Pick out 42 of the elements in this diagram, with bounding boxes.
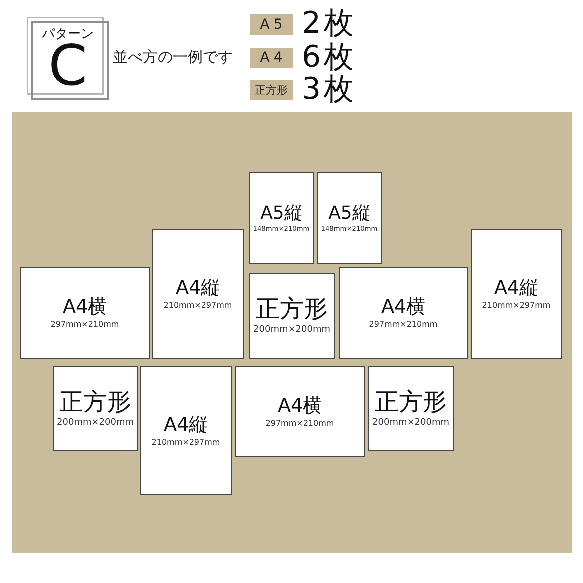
paper-sheet (339, 267, 468, 359)
board-background (12, 112, 572, 553)
pattern-letter: C (48, 41, 88, 93)
count-text: 3枚 (302, 73, 358, 107)
sheet-size: 200mm×200mm (372, 416, 450, 430)
sheet-name: A4横 (381, 296, 426, 319)
pattern-heading: パターン (42, 26, 94, 44)
sheet-size: 297mm×210mm (266, 418, 334, 428)
size-tag: 正方形 (250, 80, 293, 100)
paper-sheet (249, 172, 314, 264)
sheet-name: 正方形 (256, 295, 328, 324)
sheet-name: A5縦 (328, 202, 370, 224)
paper-sheet (249, 273, 335, 359)
note-text: 並べ方の一例です (113, 47, 233, 68)
sheet-size: 210mm×297mm (164, 300, 232, 311)
paper-sheet (20, 267, 150, 359)
paper-sheet (317, 172, 382, 264)
size-tag: A4 (250, 48, 293, 68)
size-tag: A5 (250, 14, 293, 35)
sheet-name: A4縦 (176, 277, 220, 300)
paper-sheet (152, 229, 244, 359)
sheet-size: 210mm×297mm (152, 436, 220, 448)
paper-sheet (53, 366, 138, 451)
sheet-size: 200mm×200mm (254, 324, 330, 337)
paper-sheet (368, 366, 454, 451)
sheet-size: 297mm×210mm (369, 319, 438, 330)
sheet-name: A4縦 (164, 414, 208, 436)
paper-sheet (471, 229, 562, 359)
sheet-name: 正方形 (375, 388, 447, 416)
sheet-name: 正方形 (60, 388, 132, 416)
sheet-name: A4横 (62, 296, 108, 319)
sheet-size: 210mm×297mm (482, 300, 551, 311)
sheet-size: 200mm×200mm (57, 416, 134, 430)
count-text: 6枚 (302, 41, 358, 75)
sheet-name: A4横 (278, 394, 322, 418)
pattern-box (27, 17, 109, 100)
paper-sheet (235, 366, 365, 457)
count-text: 2枚 (302, 7, 358, 41)
paper-sheet (140, 366, 232, 495)
sheet-name: A5縦 (260, 202, 302, 224)
sheet-name: A4縦 (494, 277, 539, 300)
sheet-size: 297mm×210mm (50, 319, 120, 330)
